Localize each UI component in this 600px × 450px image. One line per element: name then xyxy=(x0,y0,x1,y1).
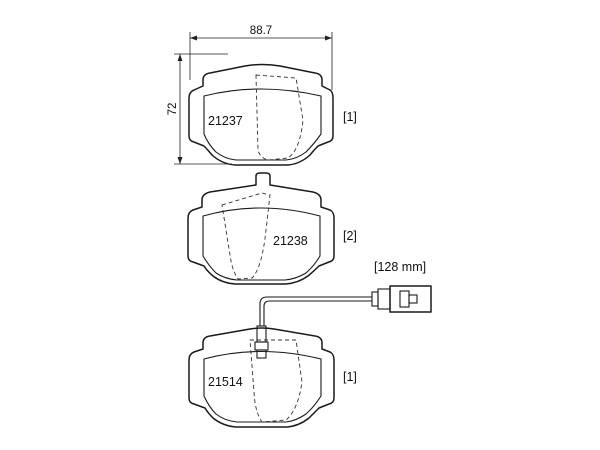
width-arrow-left xyxy=(190,35,197,41)
connector-collar xyxy=(377,288,391,310)
width-arrow-right xyxy=(325,35,332,41)
pad-1-backing-plate xyxy=(188,63,334,166)
sensor-tip xyxy=(256,349,267,359)
pad-3-friction-material xyxy=(203,351,322,423)
pad-1-quantity: [1] xyxy=(343,110,357,124)
height-arrow-top xyxy=(177,54,183,61)
pad-2-part-number: 21238 xyxy=(273,234,308,248)
connector-latch xyxy=(399,290,410,308)
dimension-lines xyxy=(174,32,333,165)
sensor-wire-inner xyxy=(263,300,372,326)
pad-3-part-number: 21514 xyxy=(208,375,243,389)
brake-pad-3 xyxy=(188,325,335,428)
pad-2-backing-plate xyxy=(187,172,335,285)
brake-pad-2 xyxy=(187,172,335,285)
pad-2-friction-material xyxy=(202,207,321,281)
pad-3-backing-plate xyxy=(188,327,335,428)
connector-strain-relief xyxy=(371,291,379,307)
pad-2-quantity: [2] xyxy=(343,229,357,243)
pad-1-friction-material xyxy=(203,88,322,161)
height-dimension-label: 72 xyxy=(167,103,179,116)
pad-1-part-number: 21237 xyxy=(208,114,243,128)
connector-pin xyxy=(408,294,418,304)
height-arrow-bottom xyxy=(177,157,183,164)
sensor-connector xyxy=(389,285,432,313)
sensor-mount xyxy=(254,341,269,351)
pad-2-hidden-contour xyxy=(221,192,271,280)
sensor-wire xyxy=(259,296,372,326)
brake-pad-1 xyxy=(188,63,334,166)
width-dimension-label: 88.7 xyxy=(250,25,272,37)
wear-sensor xyxy=(259,285,432,326)
sensor-length-label: [128 mm] xyxy=(374,260,426,274)
pad-3-hidden-contour xyxy=(249,339,303,423)
pad-1-hidden-contour xyxy=(255,74,304,161)
pad-3-quantity: [1] xyxy=(343,370,357,384)
